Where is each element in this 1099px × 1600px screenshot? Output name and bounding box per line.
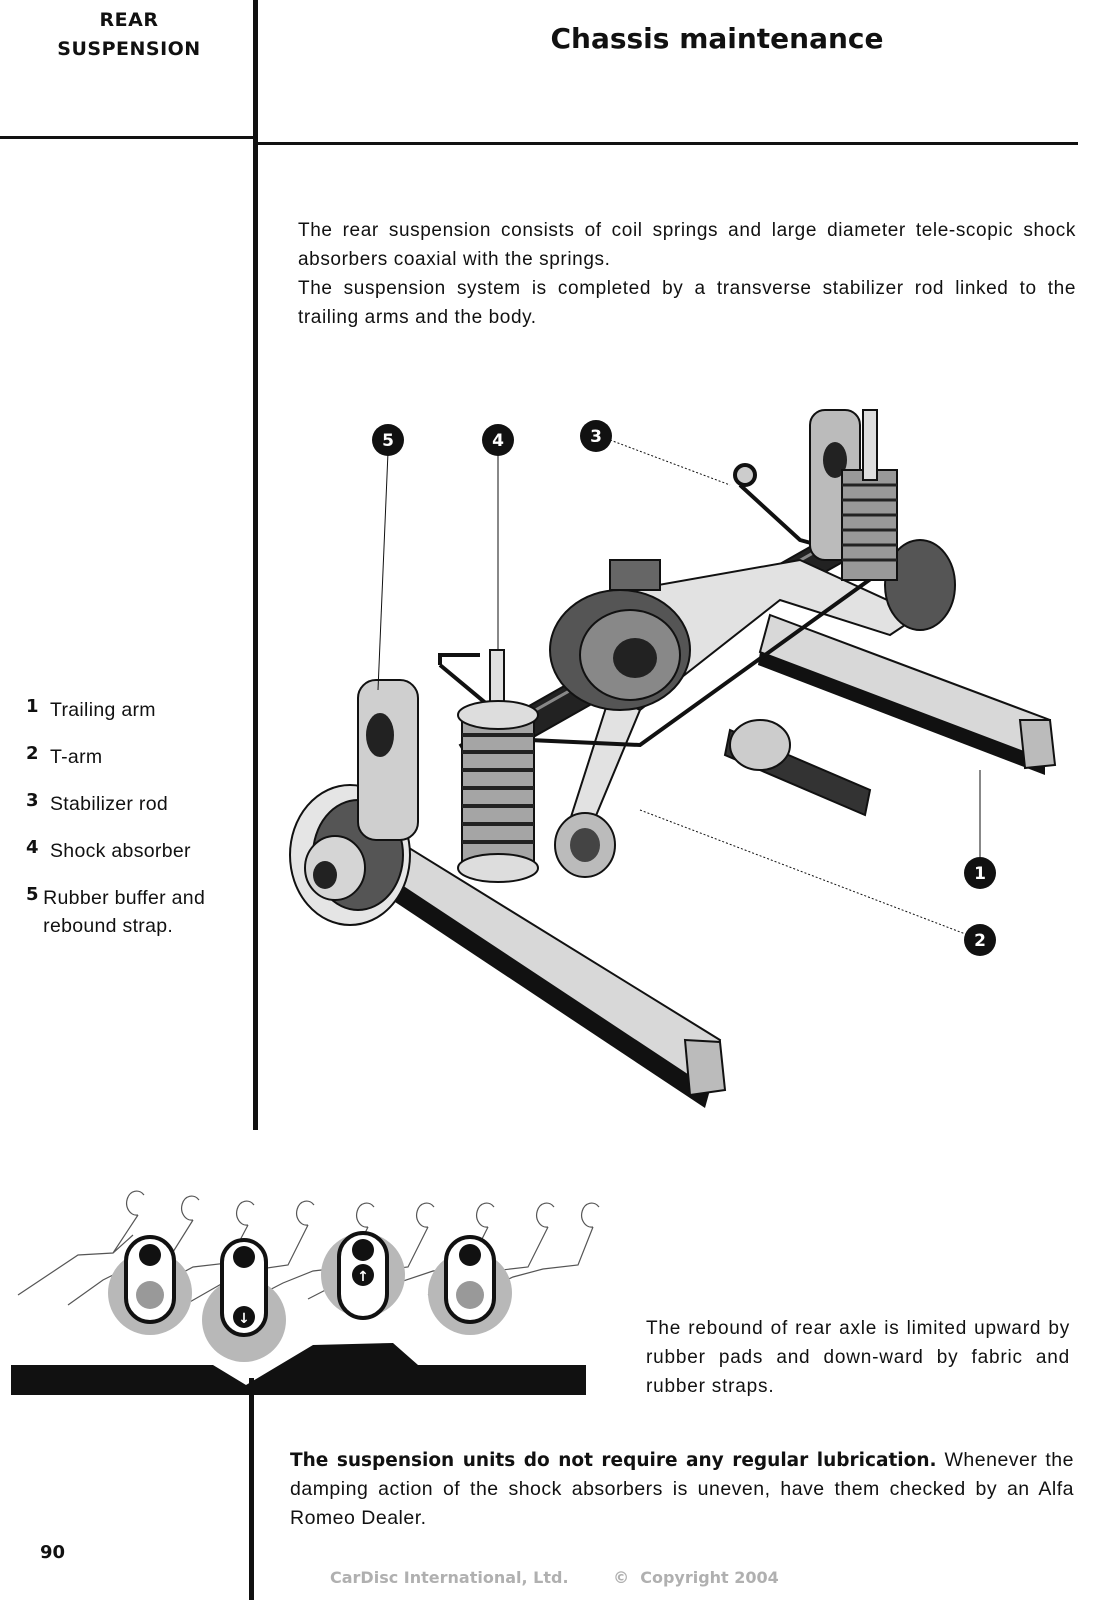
legend-number: 1 [26, 696, 39, 717]
footer-company: CarDisc International, Ltd. [330, 1568, 569, 1587]
legend-item: 5 Rubber buffer and rebound strap. [26, 884, 256, 937]
legend-number: 4 [26, 837, 39, 858]
copyright-footer: CarDisc International, Ltd. © Copyright … [330, 1568, 779, 1587]
callout-1: 1 [964, 857, 996, 889]
header-right-rule [258, 142, 1078, 145]
legend-number: 2 [26, 743, 39, 764]
propshaft [723, 719, 872, 817]
rebound-diagram: ↓ ↑ [11, 1190, 600, 1395]
legend-label: Shock absorber [50, 840, 191, 862]
legend-item: 1 Trailing arm [26, 696, 256, 743]
legend-label: Trailing arm [50, 699, 156, 721]
legend-label: Stabilizer rod [50, 793, 169, 815]
intro-paragraph-1: The rear suspension consists of coil spr… [298, 220, 1076, 270]
page-title: Chassis maintenance [550, 22, 884, 55]
rebound-paragraph: The rebound of rear axle is limited upwa… [646, 1318, 1070, 1397]
header-left-rule [0, 136, 258, 139]
callout-5-label: 5 [382, 431, 394, 451]
callout-4-label: 4 [492, 431, 504, 451]
wheel-2: ↓ [202, 1238, 286, 1362]
rear-suspension-illustration: 5 4 3 1 2 [289, 409, 1057, 1108]
right-hub-assembly [809, 409, 956, 631]
lubrication-paragraph: The suspension units do not require any … [290, 1446, 1074, 1533]
up-arrow-icon: ↑ [357, 1269, 369, 1285]
legend-label: Rubber buffer and rebound strap. [43, 887, 206, 937]
t-arm-mount [554, 812, 616, 878]
callout-leaders [377, 439, 981, 936]
legend-label: T-arm [50, 746, 103, 768]
intro-paragraph-2: The suspension system is completed by a … [298, 278, 1076, 328]
intro-text: The rear suspension consists of coil spr… [298, 216, 1076, 332]
section-label: REAR SUSPENSION [0, 6, 258, 64]
callout-2-label: 2 [974, 931, 986, 951]
wheel-4 [428, 1235, 512, 1335]
page-number: 90 [40, 1542, 66, 1563]
left-shock-absorber [457, 649, 539, 883]
callout-5: 5 [372, 424, 404, 456]
legend-number: 5 [26, 884, 39, 905]
trailing-arm-left [365, 828, 727, 1108]
rebound-text: The rebound of rear axle is limited upwa… [646, 1314, 1070, 1401]
lubrication-rest-text: Whenever the damping action of the shock… [290, 1449, 1074, 1529]
passenger-figures [17, 1190, 600, 1306]
road-profile [11, 1343, 586, 1395]
section-label-line1: REAR [99, 9, 159, 31]
bottom-column-divider [249, 1378, 254, 1600]
legend-item: 4 Shock absorber [26, 837, 256, 884]
left-column-divider [253, 0, 258, 1130]
differential [549, 559, 691, 711]
wheel-1 [108, 1235, 192, 1335]
wheel-3: ↑ [321, 1231, 405, 1320]
callout-3: 3 [580, 420, 612, 452]
section-label-line2: SUSPENSION [57, 38, 201, 60]
callout-1-label: 1 [974, 864, 986, 884]
callout-3-label: 3 [590, 427, 602, 447]
callout-4: 4 [482, 424, 514, 456]
legend-item: 2 T-arm [26, 743, 256, 790]
legend-item: 3 Stabilizer rod [26, 790, 256, 837]
left-brake-disc [289, 679, 419, 926]
lubrication-bold-text: The suspension units do not require any … [290, 1450, 937, 1471]
trailing-arm-right [758, 613, 1057, 775]
parts-legend: 1 Trailing arm 2 T-arm 3 Stabilizer rod … [26, 696, 256, 937]
lubrication-note: The suspension units do not require any … [290, 1446, 1074, 1533]
legend-number: 3 [26, 790, 39, 811]
down-arrow-icon: ↓ [238, 1311, 250, 1327]
callout-2: 2 [964, 924, 996, 956]
footer-copyright: © Copyright 2004 [613, 1568, 779, 1587]
